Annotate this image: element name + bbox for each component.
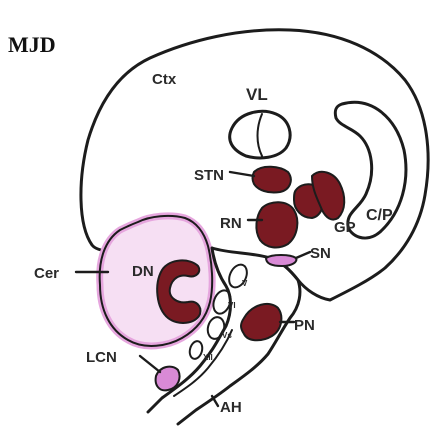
label-ah: AH bbox=[220, 399, 242, 416]
figure-title: MJD bbox=[8, 32, 56, 57]
stn-nucleus bbox=[253, 167, 291, 193]
sn-nucleus bbox=[266, 255, 296, 266]
label-vs: Vs bbox=[222, 331, 232, 340]
label-vl: VL bbox=[246, 85, 268, 104]
label-lcn: LCN bbox=[86, 349, 117, 366]
lcn-leader bbox=[140, 356, 160, 372]
label-pn: PN bbox=[294, 317, 315, 334]
label-stn: STN bbox=[194, 167, 224, 184]
vl-thalamus-inner-line bbox=[258, 114, 263, 156]
label-gp: GP bbox=[334, 219, 356, 236]
label-cp: C/P bbox=[366, 207, 393, 224]
stn-leader bbox=[230, 172, 254, 176]
label-vi: VI bbox=[228, 301, 236, 310]
pn-nucleus bbox=[241, 304, 281, 340]
cerebellum-shape bbox=[100, 216, 213, 346]
label-xii: XII bbox=[203, 353, 213, 362]
sn-leader bbox=[296, 252, 310, 258]
label-cer: Cer bbox=[34, 265, 59, 282]
label-ctx: Ctx bbox=[152, 71, 177, 88]
cn-xii-nucleus bbox=[188, 340, 204, 360]
rn-nucleus bbox=[256, 202, 297, 247]
label-v: V bbox=[242, 279, 248, 288]
label-rn: RN bbox=[220, 215, 242, 232]
label-dn: DN bbox=[132, 263, 154, 280]
label-sn: SN bbox=[310, 245, 331, 262]
